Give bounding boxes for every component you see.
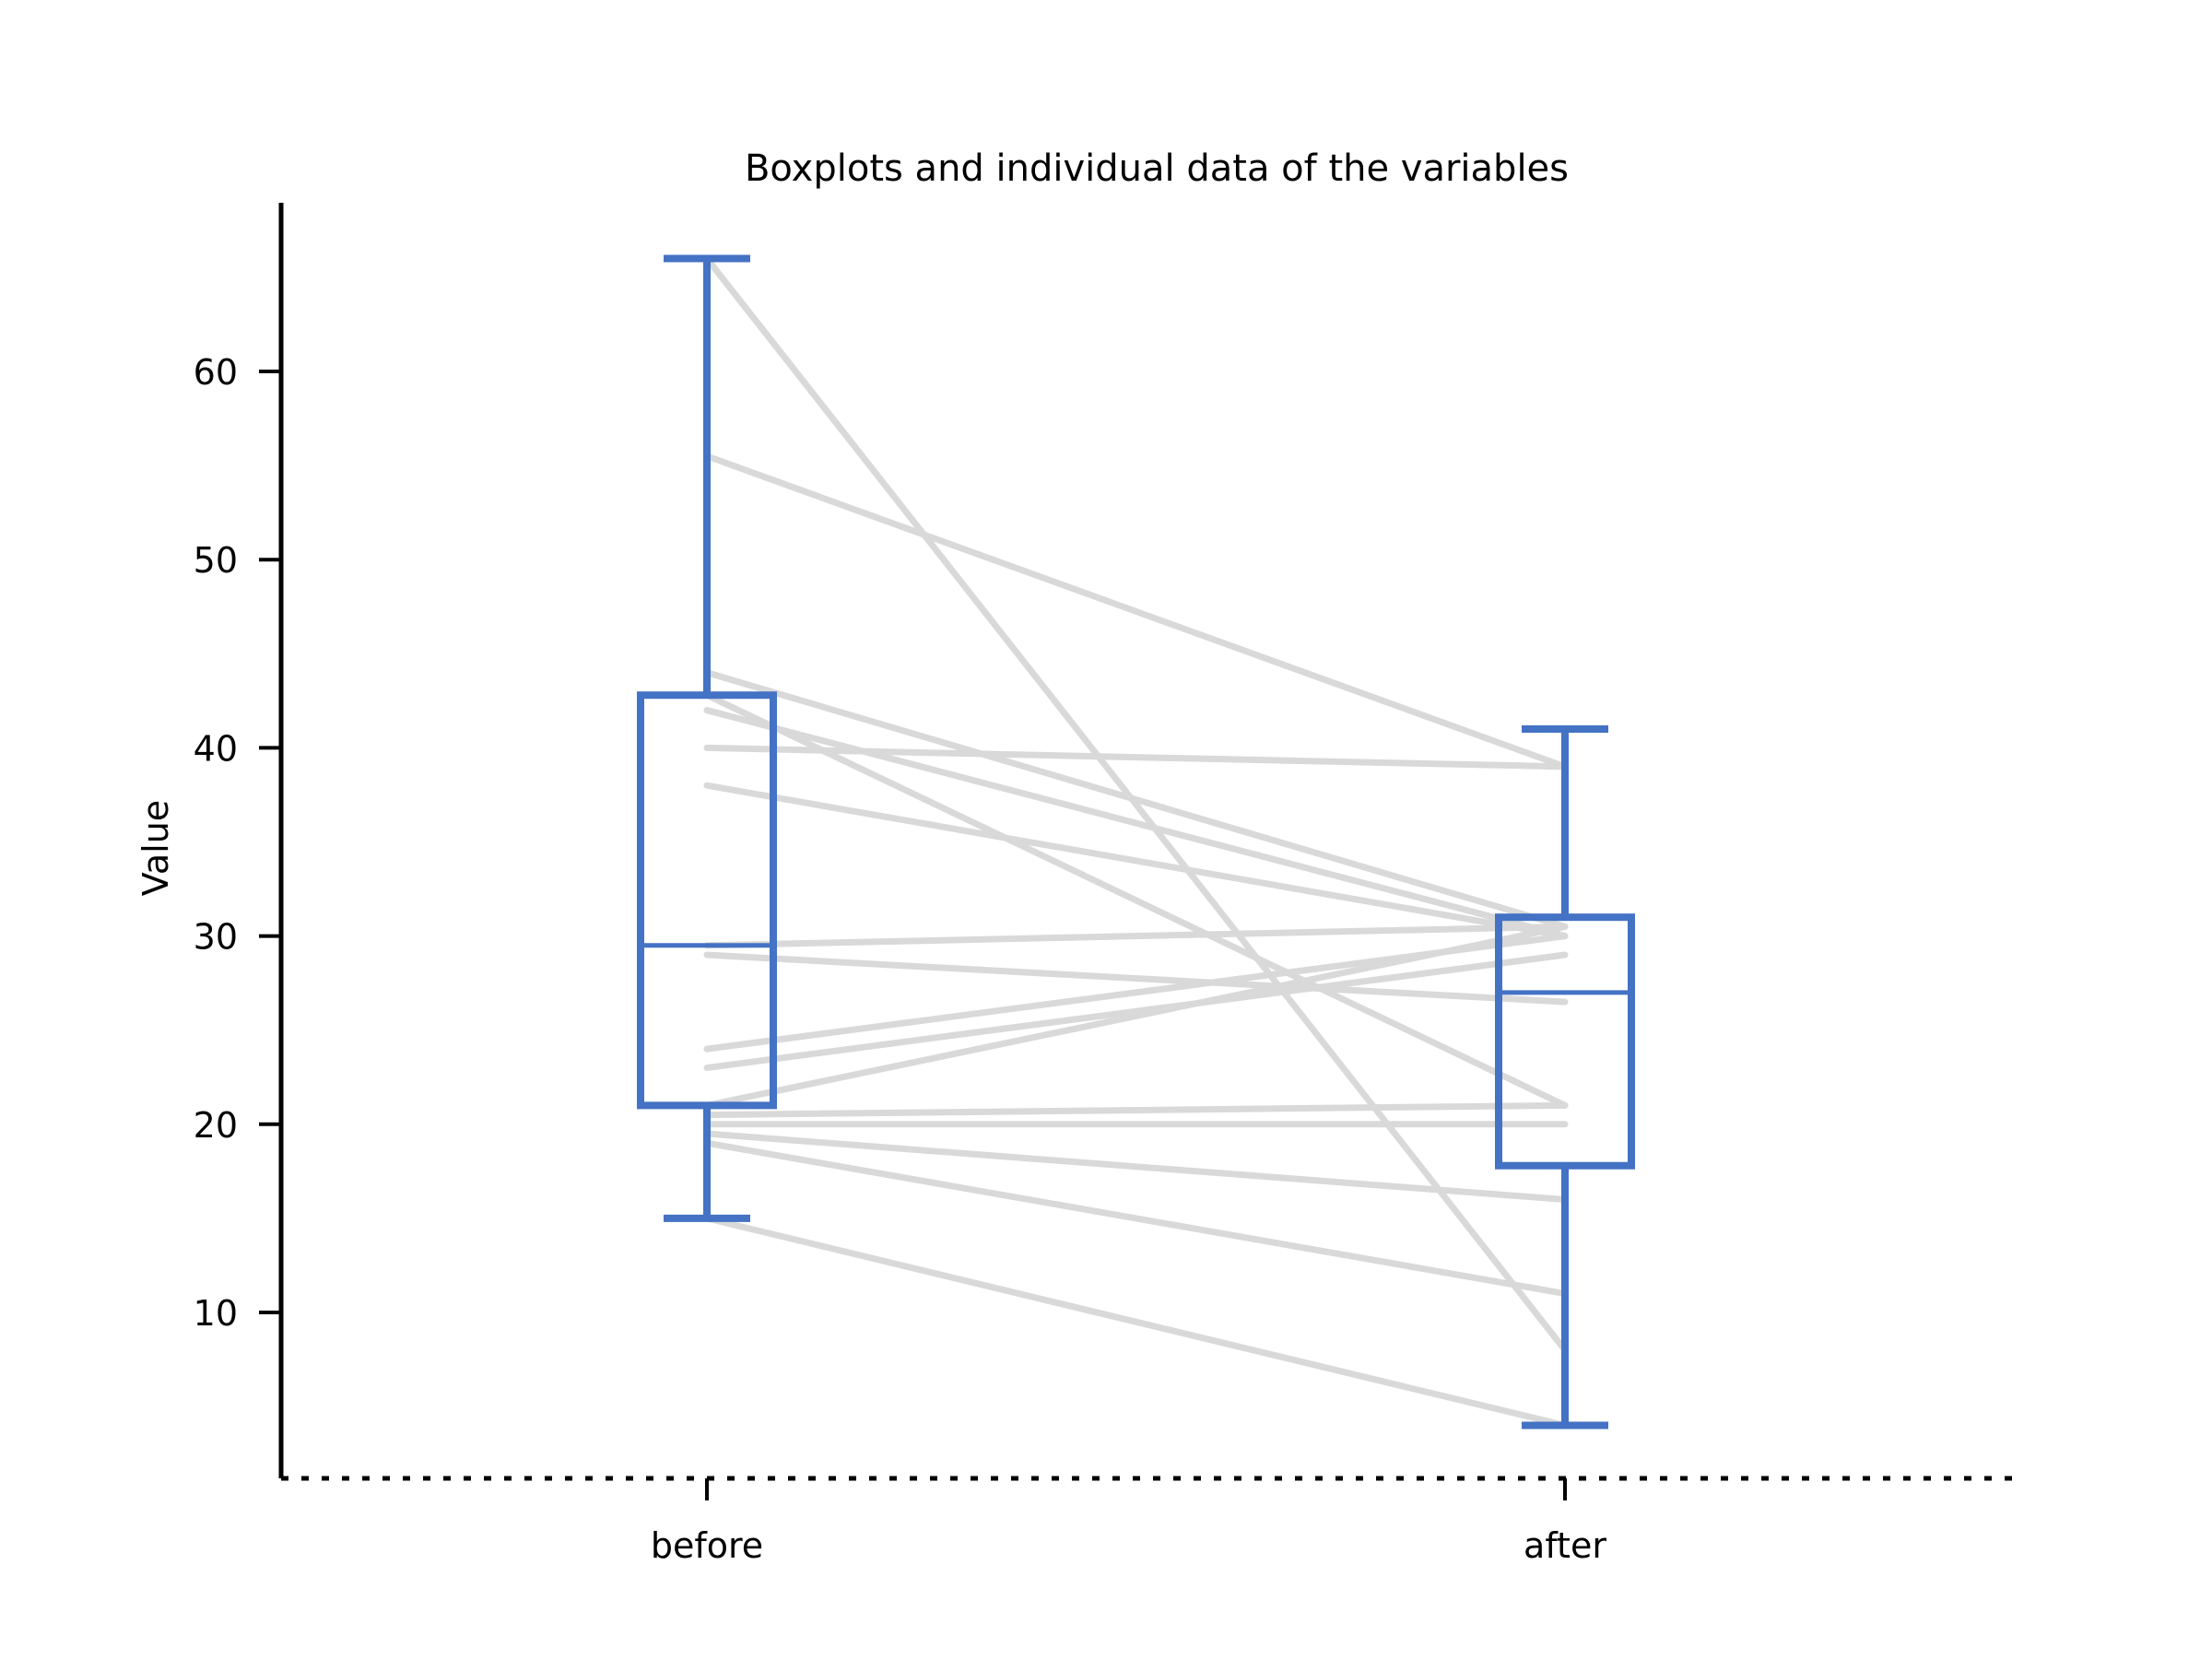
paired-line	[703, 951, 1569, 1072]
paired-line	[703, 254, 1569, 1354]
paired-line	[703, 1139, 1569, 1298]
x-tick-label-after: after	[1524, 1525, 1606, 1566]
paired-line	[703, 1215, 1569, 1430]
y-tick-label-10: 10	[194, 1293, 238, 1334]
paired-line	[703, 951, 1569, 1006]
y-tick-group: 10 20 30 40 50 60	[194, 352, 281, 1334]
paired-line	[703, 744, 1569, 771]
paired-line	[703, 1101, 1569, 1119]
paired-line	[703, 1130, 1569, 1203]
y-tick-label-20: 20	[194, 1105, 238, 1146]
paired-line	[703, 923, 1569, 1109]
y-tick-label-50: 50	[194, 540, 238, 581]
chart-title: Boxplots and individual data of the vari…	[745, 147, 1569, 190]
box-iqr	[637, 691, 777, 1110]
paired-line	[703, 453, 1569, 771]
paired-line	[703, 691, 1569, 1109]
x-tick-label-before: before	[651, 1525, 763, 1566]
boxplots-group	[637, 254, 1635, 1430]
y-tick-label-30: 30	[194, 917, 238, 958]
y-axis-title: Value	[135, 800, 176, 896]
paired-lines-group	[703, 254, 1569, 1430]
paired-line	[703, 669, 1569, 930]
boxplot-before	[637, 254, 777, 1222]
y-tick-label-40: 40	[194, 728, 238, 769]
paired-line	[703, 782, 1569, 940]
y-tick-label-60: 60	[194, 352, 238, 393]
boxplot-after	[1495, 724, 1635, 1430]
box-iqr	[1495, 913, 1635, 1170]
paired-line	[703, 923, 1569, 949]
